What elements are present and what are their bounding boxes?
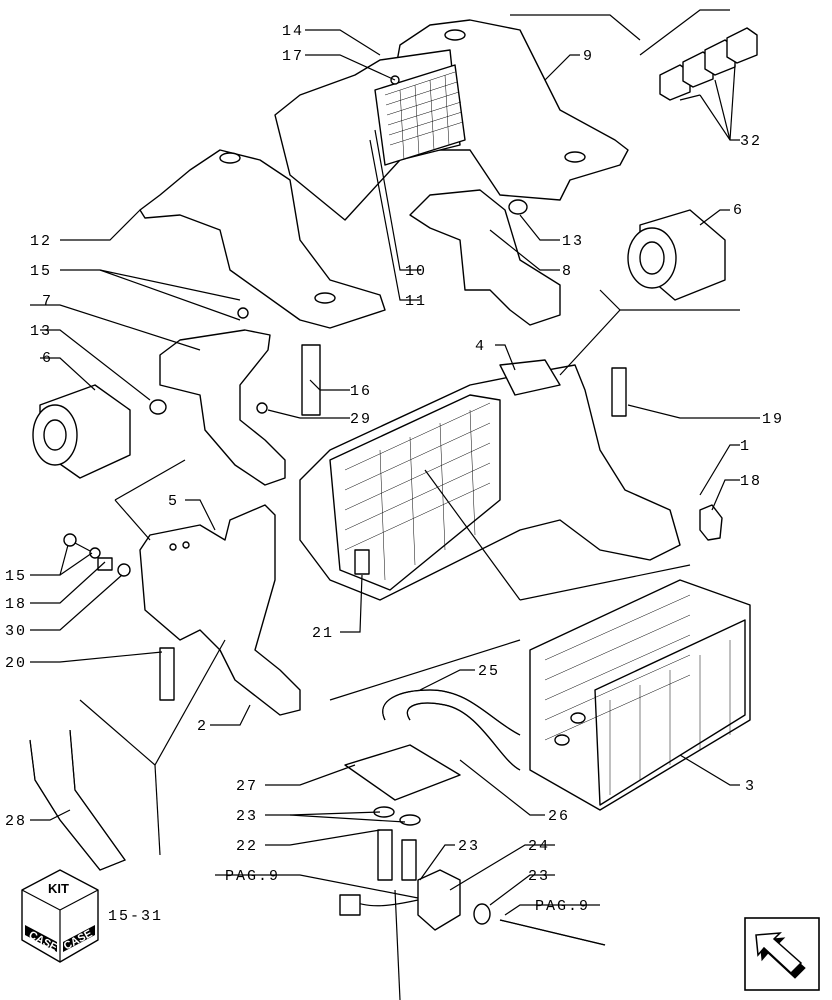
callout-24: 24 — [528, 838, 550, 855]
callout-2: 2 — [197, 718, 208, 735]
seal-strip-16 — [301, 344, 321, 416]
callout-23-a: 23 — [236, 808, 258, 825]
callout-6-right: 6 — [733, 202, 744, 219]
kit-reference: 15-31 — [108, 908, 163, 925]
screw-15 — [237, 307, 249, 319]
callout-13-top: 13 — [562, 233, 584, 250]
leader-lines — [30, 9, 760, 1000]
callout-labels: 14 17 9 32 12 6 13 15 10 8 7 11 13 4 16 … — [5, 23, 784, 925]
relay-set-32 — [659, 27, 758, 101]
callout-29: 29 — [350, 411, 372, 428]
hose-assembly-25-26 — [382, 689, 521, 771]
blower-motor-6-left — [32, 384, 131, 479]
callout-27: 27 — [236, 778, 258, 795]
evaporator-core-3 — [529, 579, 751, 811]
bracket-part-7 — [159, 329, 286, 486]
callout-5: 5 — [168, 493, 179, 510]
callout-23-c: 23 — [528, 868, 550, 885]
duct-part-8 — [409, 189, 561, 326]
blower-motor-6-right — [627, 209, 726, 301]
callout-28: 28 — [5, 813, 27, 830]
callout-15-top: 15 — [30, 263, 52, 280]
callout-1: 1 — [740, 438, 751, 455]
callout-18-left: 18 — [5, 596, 27, 613]
evaporator-fins — [544, 594, 731, 795]
callout-15-left: 15 — [5, 568, 27, 585]
callout-14: 14 — [282, 23, 304, 40]
kit-label: KIT — [48, 881, 69, 896]
clip-18 — [699, 504, 723, 541]
seal-strip-19 — [611, 367, 627, 417]
heater-core-fins — [344, 402, 491, 581]
callout-11: 11 — [405, 293, 427, 310]
callout-12: 12 — [30, 233, 52, 250]
hose-clamp-23-c — [473, 903, 491, 925]
next-page-arrow-icon[interactable] — [744, 917, 820, 991]
roof-grille — [384, 71, 464, 161]
callout-22: 22 — [236, 838, 258, 855]
callout-pag9-right: PAG.9 — [535, 898, 590, 915]
sensor-21 — [354, 549, 370, 575]
callout-13-left: 13 — [30, 323, 52, 340]
callout-6-left: 6 — [42, 350, 53, 367]
callout-16: 16 — [350, 383, 372, 400]
pipe-22 — [377, 829, 417, 881]
callout-pag9-left: PAG.9 — [225, 868, 280, 885]
callout-17: 17 — [282, 48, 304, 65]
callout-20: 20 — [5, 655, 27, 672]
callout-30: 30 — [5, 623, 27, 640]
pipe-28 — [29, 729, 126, 871]
callout-32: 32 — [740, 133, 762, 150]
grommet-13b — [149, 399, 167, 415]
duct-part-5 — [139, 504, 301, 716]
callout-10: 10 — [405, 263, 427, 280]
kit-box-icon: KIT CASE CASE — [21, 869, 99, 963]
water-valve-24 — [339, 869, 461, 931]
fastener-set-15-18-30 — [63, 533, 131, 577]
callout-18-right: 18 — [740, 473, 762, 490]
mounting-plate-27 — [344, 744, 461, 801]
seal-strip-20 — [159, 647, 175, 701]
hose-clamps-23 — [373, 806, 421, 826]
callout-23-b: 23 — [458, 838, 480, 855]
callout-25: 25 — [478, 663, 500, 680]
callout-8: 8 — [562, 263, 573, 280]
callout-19: 19 — [762, 411, 784, 428]
grommet-13 — [508, 199, 528, 215]
screw-29 — [256, 402, 268, 414]
callout-7: 7 — [42, 293, 53, 310]
callout-26: 26 — [548, 808, 570, 825]
callout-4: 4 — [475, 338, 486, 355]
callout-21: 21 — [312, 625, 334, 642]
callout-9: 9 — [583, 48, 594, 65]
callout-3: 3 — [745, 778, 756, 795]
roof-duct-assembly — [139, 19, 629, 329]
